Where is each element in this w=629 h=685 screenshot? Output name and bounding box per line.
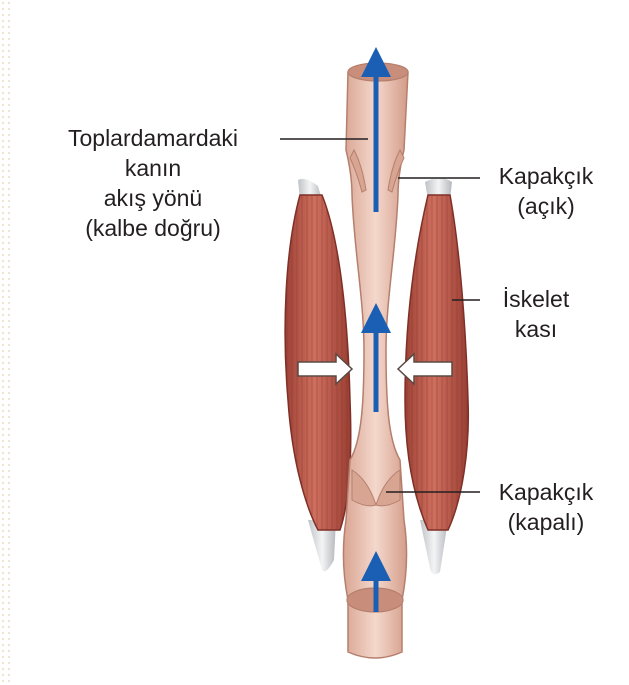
valve-closed-line-2: (kapalı) — [486, 507, 606, 537]
skeletal-muscle-line-2: kası — [486, 314, 586, 344]
flow-direction-label: Toplardamardaki kanın akış yönü (kalbe d… — [28, 123, 278, 243]
valve-open-label: Kapakçık (açık) — [486, 161, 606, 221]
valve-open-line-2: (açık) — [486, 191, 606, 221]
flow-direction-line-2: kanın — [28, 153, 278, 183]
flow-direction-line-3: akış yönü — [28, 183, 278, 213]
valve-closed-label: Kapakçık (kapalı) — [486, 477, 606, 537]
flow-direction-line-1: Toplardamardaki — [28, 123, 278, 153]
skeletal-muscle-line-1: İskelet — [486, 284, 586, 314]
skeletal-muscle-label: İskelet kası — [486, 284, 586, 344]
valve-open-line-1: Kapakçık — [486, 161, 606, 191]
valve-closed-line-1: Kapakçık — [486, 477, 606, 507]
flow-direction-line-4: (kalbe doğru) — [28, 213, 278, 243]
